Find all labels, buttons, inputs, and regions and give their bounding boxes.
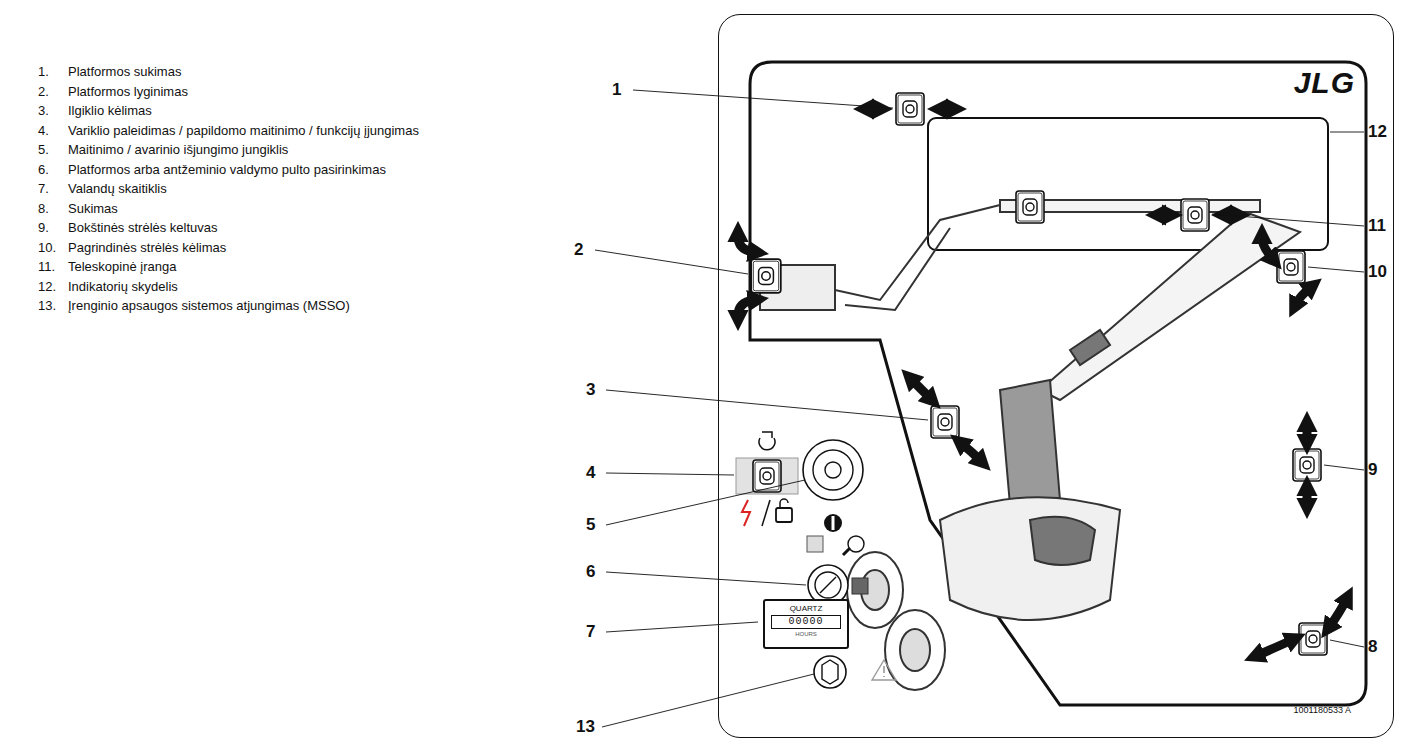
callout-number: 3	[586, 380, 595, 400]
callout-number: 7	[586, 622, 595, 642]
list-item: Įrenginio apsaugos sistemos atjungimas (…	[68, 298, 350, 314]
part-number: 1001180533 A	[1294, 705, 1351, 715]
list-number: 9.	[38, 220, 49, 236]
callout-number: 13	[576, 717, 595, 737]
callout-number: 2	[574, 240, 583, 260]
meter-brand: QUARTZ	[765, 604, 847, 614]
callout-number: 10	[1368, 262, 1387, 282]
list-number: 10.	[38, 240, 56, 256]
direction-arrows	[738, 109, 1346, 655]
start-icons	[742, 432, 792, 526]
list-item: Sukimas	[68, 201, 118, 217]
leader-lines	[595, 90, 1364, 727]
callout-number: 4	[586, 463, 595, 483]
callout-number: 9	[1368, 460, 1377, 480]
callout-number: 1	[612, 80, 621, 100]
list-number: 6.	[38, 162, 49, 178]
list-item: Valandų skaitiklis	[68, 181, 167, 197]
list-item: Variklio paleidimas / papildomo maitinim…	[68, 123, 419, 139]
list-number: 8.	[38, 201, 49, 217]
hour-meter: QUARTZ00000HOURS	[763, 599, 849, 649]
meter-unit: HOURS	[765, 630, 847, 638]
msso-button	[814, 656, 896, 688]
emergency-stop	[803, 440, 863, 532]
callout-number: 11	[1368, 216, 1386, 236]
list-number: 1.	[38, 64, 49, 80]
list-item: Maitinimo / avarinio išjungimo jungiklis	[68, 142, 288, 158]
callout-number: 12	[1368, 122, 1387, 142]
list-item: Indikatorių skydelis	[68, 279, 178, 295]
list-item: Ilgiklio kėlimas	[68, 103, 152, 119]
boom-drawing	[760, 200, 1300, 690]
key-selector	[807, 536, 868, 605]
callout-number: 6	[586, 562, 595, 582]
callout-number: 8	[1368, 637, 1377, 657]
callout-number: 5	[586, 515, 595, 535]
list-item: Bokštinės strėlės keltuvas	[68, 220, 218, 236]
list-number: 5.	[38, 142, 49, 158]
list-number: 3.	[38, 103, 49, 119]
list-number: 7.	[38, 181, 49, 197]
list-item: Platformos arba antžeminio valdymo pulto…	[68, 162, 386, 178]
list-item: Platformos lyginimas	[68, 84, 188, 100]
list-number: 4.	[38, 123, 49, 139]
brand-logo: JLG	[1294, 67, 1355, 99]
list-item: Teleskopinė įranga	[68, 259, 176, 275]
list-item: Pagrindinės strėlės kėlimas	[68, 240, 226, 256]
list-number: 13.	[38, 298, 56, 314]
list-number: 12.	[38, 279, 56, 295]
meter-digits: 00000	[771, 615, 841, 629]
control-panel: JLG 1001180533 A QUARTZ00000HOURS	[718, 14, 1394, 738]
inner-frame	[750, 62, 1366, 705]
list-number: 2.	[38, 84, 49, 100]
list-number: 11.	[38, 259, 55, 275]
list-item: Platformos sukimas	[68, 64, 181, 80]
